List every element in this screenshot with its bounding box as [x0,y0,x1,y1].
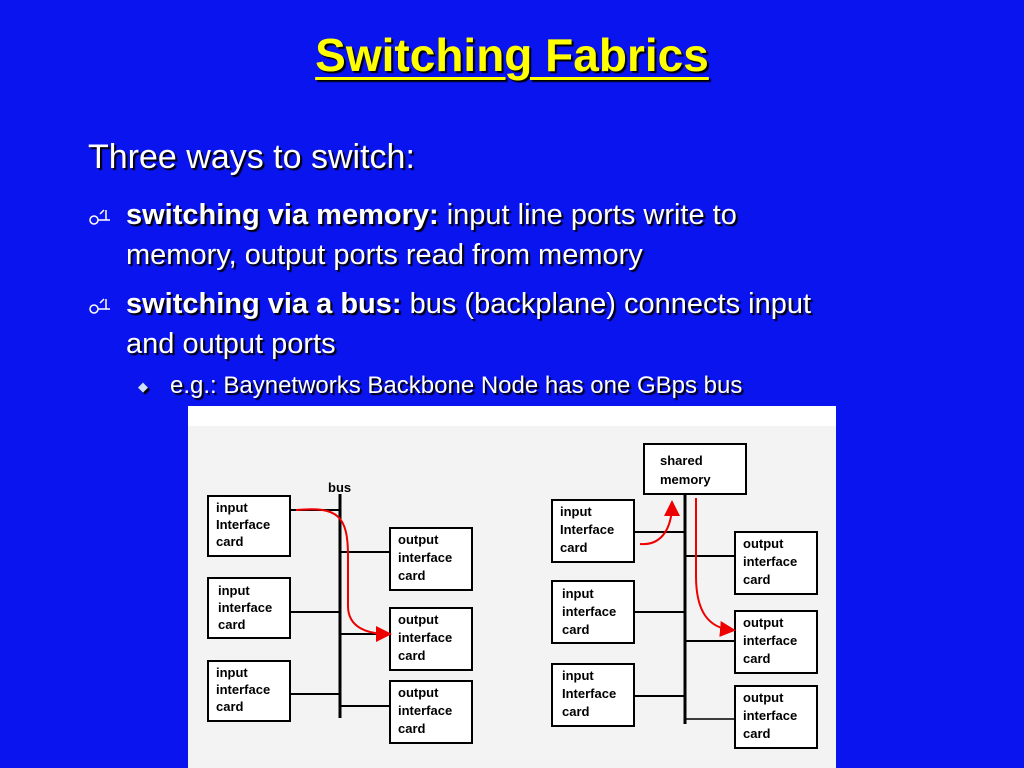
svg-text:input: input [216,500,248,515]
pointer-bullet-icon [88,206,126,226]
svg-text:memory: memory [660,472,711,487]
svg-text:output: output [743,690,784,705]
bullet-bus-strong: switching via a bus: [126,288,402,320]
bus-output-card-1: output interface card [340,527,473,591]
mem-input-card-1: input Interface card [551,499,685,563]
diagram-svg: bus input Interface card input interface… [207,443,818,749]
svg-text:card: card [743,726,771,741]
svg-text:card: card [560,540,588,555]
bullet-memory-text: input line ports write to [438,199,737,231]
svg-text:interface: interface [743,554,797,569]
svg-text:input: input [562,586,594,601]
bus-label: bus [328,480,351,495]
bus-input-card-2: input interface card [207,577,340,639]
svg-text:card: card [743,651,771,666]
svg-text:interface: interface [216,682,270,697]
svg-text:output: output [398,685,439,700]
sub-bullet: ◆ e.g.: Baynetworks Backbone Node has one… [138,372,742,400]
slide-title: Switching Fabrics [315,29,709,81]
svg-text:Interface: Interface [560,522,614,537]
svg-text:card: card [398,721,426,736]
svg-text:card: card [562,704,590,719]
svg-text:interface: interface [743,708,797,723]
svg-text:card: card [216,699,244,714]
svg-text:card: card [562,622,590,637]
svg-text:interface: interface [398,703,452,718]
svg-text:output: output [743,615,784,630]
bullet-memory: switching via memory: input line ports w… [88,195,968,275]
bullet-bus-text: bus (backplane) connects input [401,288,812,320]
svg-text:card: card [743,572,771,587]
svg-text:card: card [398,568,426,583]
bus-output-card-2: output interface card [340,607,473,671]
svg-text:card: card [216,534,244,549]
svg-text:input: input [216,665,248,680]
bus-input-card-1: input Interface card [207,495,340,557]
mem-input-card-3: input Interface card [551,663,685,727]
svg-text:input: input [562,668,594,683]
bullet-memory-cont: memory, output ports read from memory [126,239,643,271]
lead-text: Three ways to switch: [88,138,415,176]
mem-output-card-3: output interface card [685,685,818,749]
svg-text:Interface: Interface [216,517,270,532]
svg-text:Interface: Interface [562,686,616,701]
mem-red-arrow-in [639,500,680,546]
mem-output-card-2: output interface card [685,610,818,674]
svg-text:shared: shared [660,453,703,468]
mem-output-card-1: output interface card [685,531,818,595]
svg-text:interface: interface [398,550,452,565]
bullet-bus: switching via a bus: bus (backplane) con… [88,284,968,364]
svg-text:output: output [398,612,439,627]
svg-text:card: card [398,648,426,663]
bullet-bus-cont: and output ports [126,328,336,360]
svg-text:input: input [218,583,250,598]
svg-text:interface: interface [218,600,272,615]
mem-input-card-2: input interface card [551,580,685,644]
mem-red-arrow-out [695,498,736,637]
svg-text:interface: interface [398,630,452,645]
bullet-memory-strong: switching via memory: [126,199,439,231]
svg-text:output: output [398,532,439,547]
bus-red-arrow [295,508,392,642]
bus-output-card-3: output interface card [340,680,473,744]
shared-memory-box: shared memory [643,443,747,495]
switching-diagram: bus input Interface card input interface… [188,406,836,768]
svg-text:interface: interface [562,604,616,619]
svg-text:card: card [218,617,246,632]
sub-bullet-text: e.g.: Baynetworks Backbone Node has one … [170,372,743,399]
diamond-bullet-icon: ◆ [138,378,148,394]
svg-text:input: input [560,504,592,519]
pointer-bullet-icon [88,295,126,315]
svg-text:interface: interface [743,633,797,648]
bus-input-card-3: input interface card [207,660,340,722]
svg-text:output: output [743,536,784,551]
